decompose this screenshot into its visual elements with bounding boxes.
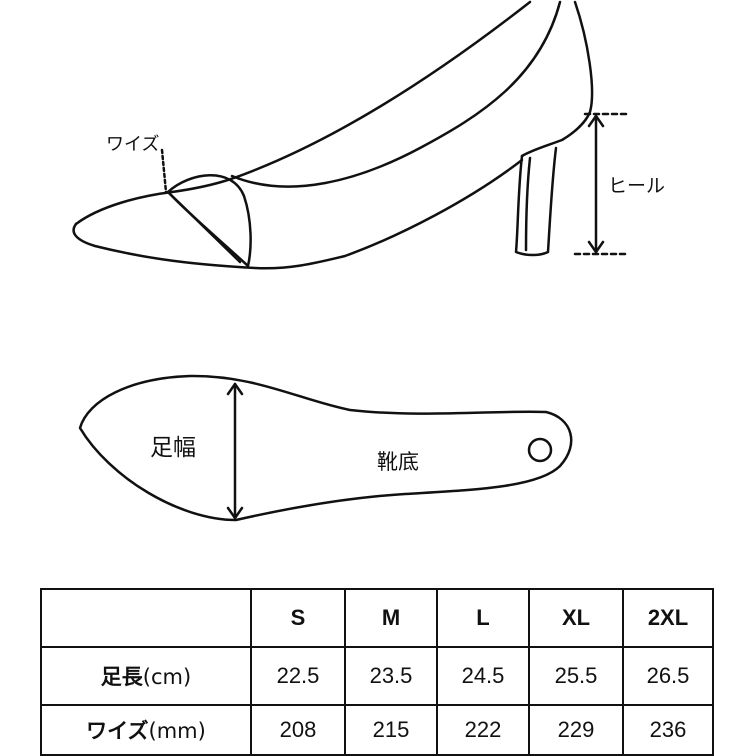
width-girth-line <box>166 190 242 264</box>
insole-outline <box>78 374 573 522</box>
shoe-heel-front <box>514 146 558 257</box>
ball-width-label: 足幅 <box>150 435 196 461</box>
table-cell: 222 <box>436 704 530 756</box>
table-cell: 24.5 <box>436 646 530 706</box>
width-row: ワイズ(mm) 208 215 222 229 236 <box>40 704 714 756</box>
insole-label: 靴底 <box>377 450 419 474</box>
size-table: S M L XL 2XL 足長(cm) 22.5 23.5 24.5 25.5 … <box>40 588 714 756</box>
table-cell: 215 <box>344 704 438 756</box>
insole-hole <box>527 437 553 463</box>
size-xl-header: XL <box>528 588 624 648</box>
ball-width-arrowhead-top <box>226 382 244 396</box>
heel-height-arrowhead-top <box>587 114 605 128</box>
table-cell: 229 <box>528 704 624 756</box>
table-cell: 22.5 <box>250 646 346 706</box>
shoe-sole <box>72 158 524 270</box>
foot-length-row-header: 足長(cm) <box>40 646 252 706</box>
foot-length-unit: (cm) <box>142 665 192 689</box>
width-label: ワイズ <box>106 134 160 155</box>
table-cell: 23.5 <box>344 646 438 706</box>
table-cell: 208 <box>250 704 346 756</box>
size-m-header: M <box>344 588 438 648</box>
size-2xl-header: 2XL <box>622 588 714 648</box>
width-pointer <box>160 148 168 194</box>
ball-width-arrowhead-bottom <box>226 506 244 520</box>
heel-height-arrowhead-bottom <box>587 240 605 254</box>
width-row-label: ワイズ <box>86 719 149 743</box>
width-girth-loop <box>166 174 252 268</box>
shoe-collar <box>230 0 562 188</box>
heel-label: ヒール <box>608 175 666 197</box>
shoe-diagram <box>72 0 628 522</box>
width-row-unit: (mm) <box>148 719 206 743</box>
shoe-outline <box>74 0 532 226</box>
width-row-header: ワイズ(mm) <box>40 704 252 756</box>
table-cell: 236 <box>622 704 714 756</box>
size-l-header: L <box>436 588 530 648</box>
table-cell: 26.5 <box>622 646 714 706</box>
shoe-heel-back <box>520 0 594 158</box>
size-header-row: S M L XL 2XL <box>40 588 714 648</box>
table-corner-cell <box>40 588 252 648</box>
shoe-heel-inner <box>524 156 532 252</box>
table-cell: 25.5 <box>528 646 624 706</box>
size-s-header: S <box>250 588 346 648</box>
foot-length-row: 足長(cm) 22.5 23.5 24.5 25.5 26.5 <box>40 646 714 706</box>
foot-length-label: 足長 <box>100 665 143 689</box>
